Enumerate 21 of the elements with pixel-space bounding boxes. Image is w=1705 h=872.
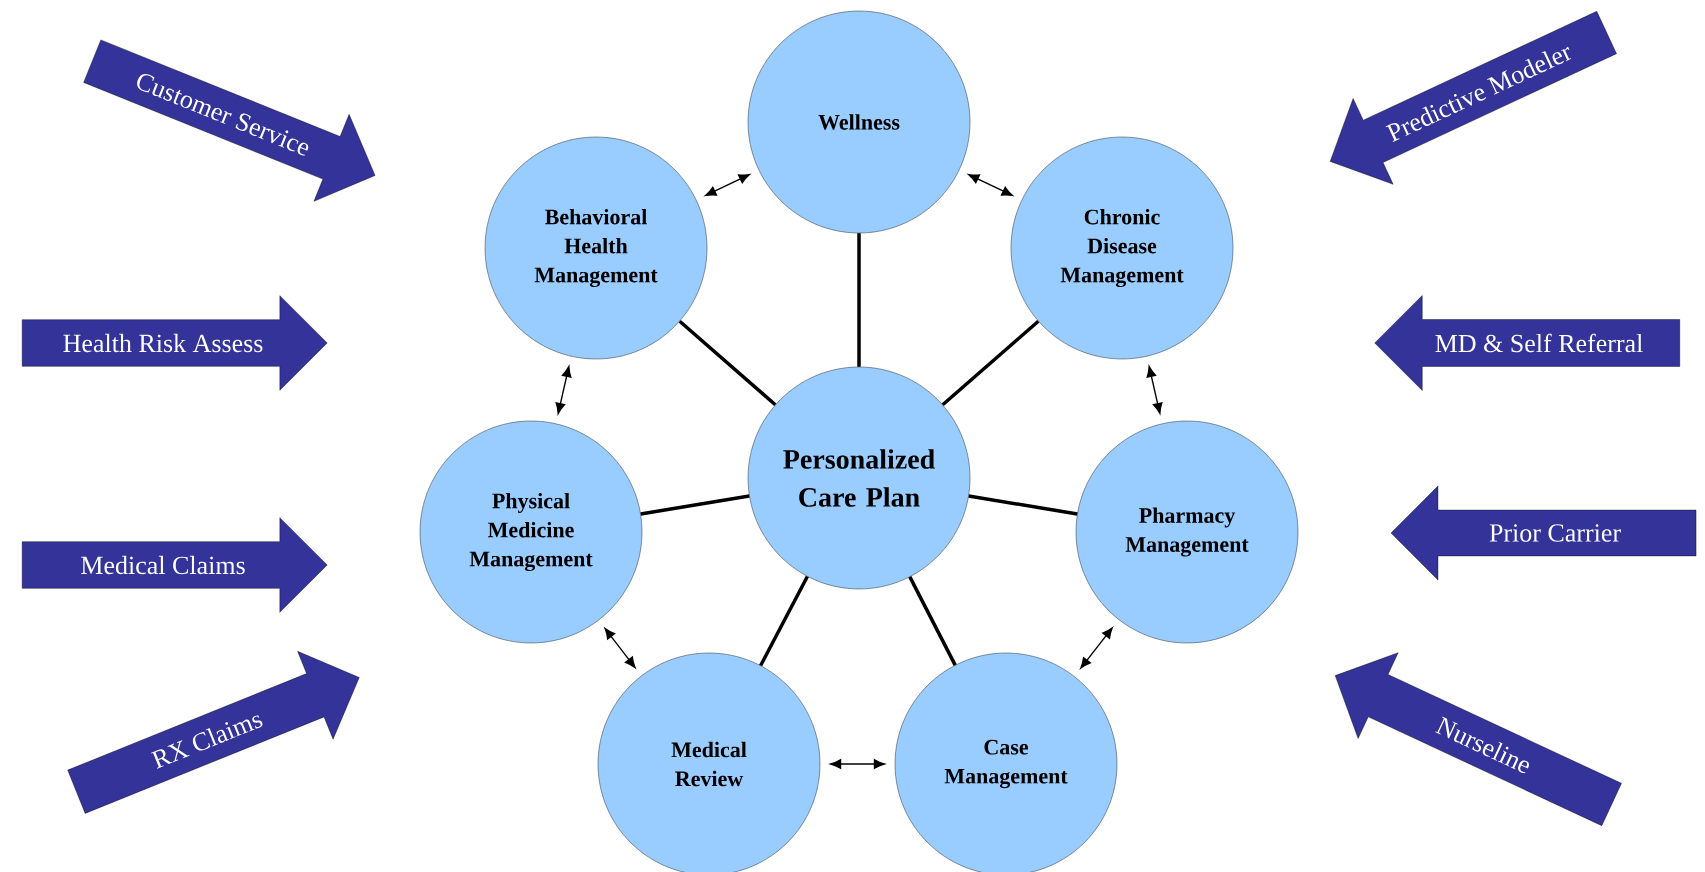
double-arrow	[830, 759, 885, 769]
double-arrow	[1146, 366, 1163, 414]
spoke-line	[941, 319, 1040, 407]
spoke-line	[857, 233, 861, 367]
spoke-line	[759, 575, 809, 667]
spoke-line	[678, 319, 777, 407]
circle-node: Medical Review	[597, 652, 821, 872]
double-arrow	[555, 366, 572, 414]
circle-node: Physical Medicine Management	[419, 420, 643, 644]
double-arrow	[1080, 627, 1113, 669]
spoke-line	[908, 576, 957, 666]
double-arrow	[604, 627, 636, 669]
spoke-line	[640, 494, 750, 516]
circle-node: Chronic Disease Management	[1010, 136, 1234, 360]
circle-node: Behavioral Health Management	[484, 136, 708, 360]
spoke-line	[968, 494, 1078, 516]
double-arrow	[968, 173, 1013, 197]
circle-node: Wellness	[747, 10, 971, 234]
circle-node: Case Management	[894, 652, 1118, 872]
circle-node: Pharmacy Management	[1075, 420, 1299, 644]
double-arrow	[705, 173, 750, 197]
